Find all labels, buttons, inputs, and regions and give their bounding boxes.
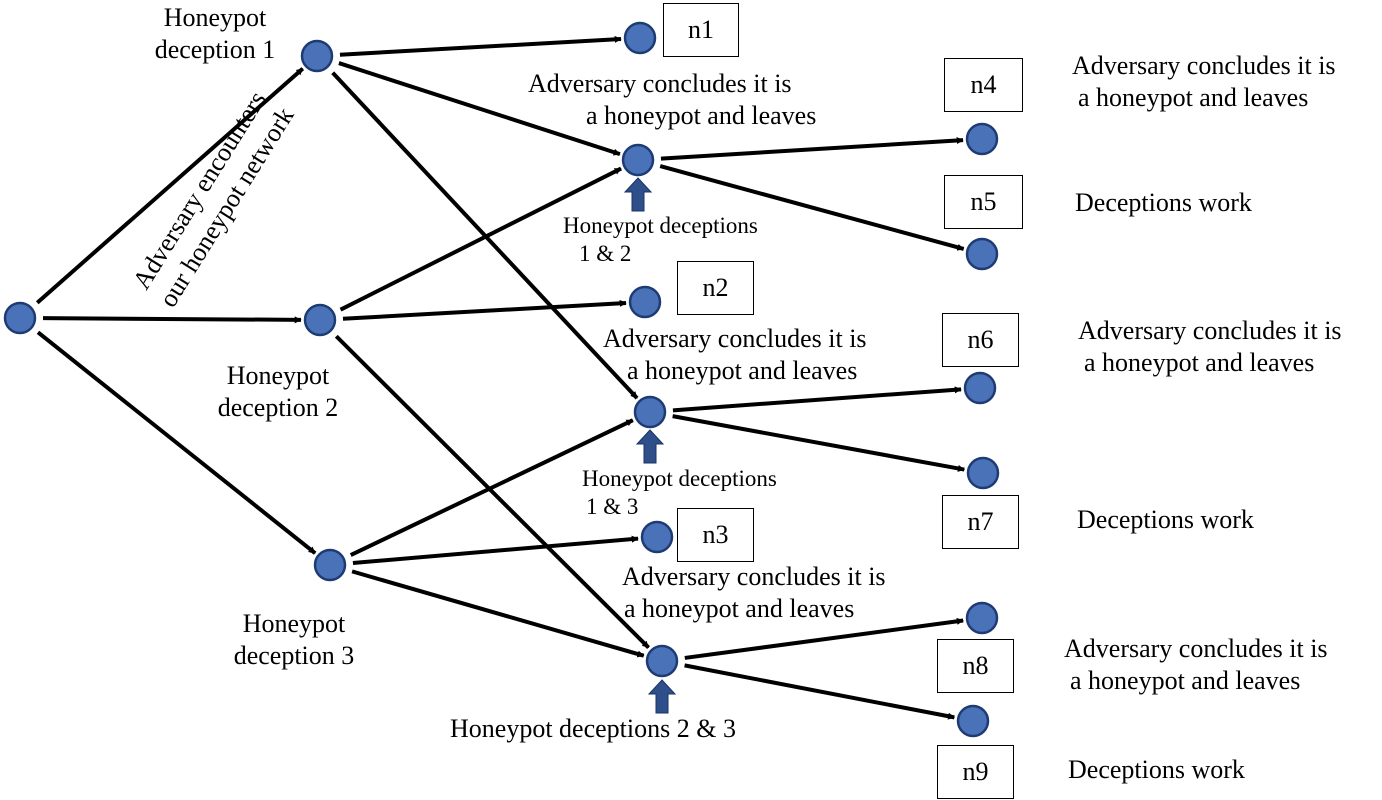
leaves-label-n1-line-1: Adversary concludes it is	[528, 69, 792, 98]
node-n4	[965, 122, 999, 156]
node-n2	[628, 285, 662, 319]
leaves-label-n2-line-1: Adversary concludes it is	[603, 324, 867, 353]
deception-2-label-line-1: Honeypot	[226, 361, 330, 390]
edge-d1-n1	[339, 35, 622, 57]
node-box-n1: n1	[663, 3, 739, 57]
node-box-n8: n8	[937, 639, 1014, 693]
node-box-n4: n4	[944, 58, 1023, 112]
edge-c13-n7	[672, 414, 965, 472]
up-arrow-icon-c23	[647, 679, 677, 714]
edge-c23-n8	[684, 617, 964, 660]
leaves-label-n6: Adversary concludes it is a honeypot and…	[1078, 315, 1342, 379]
nodes	[3, 21, 1000, 738]
deception-3-label-line-2: deception 3	[233, 641, 355, 670]
leaves-label-n3-line-1: Adversary concludes it is	[622, 562, 886, 591]
work-label-n9: Deceptions work	[1068, 755, 1245, 784]
edge-root-d3	[36, 330, 317, 555]
edge-d2-c12	[339, 166, 622, 312]
edge-d2-c23	[334, 334, 650, 650]
node-box-n3: n3	[677, 508, 754, 562]
leaves-label-n2: Adversary concludes it is a honeypot and…	[603, 323, 867, 387]
leaves-label-n4-line-2: a honeypot and leaves	[1078, 83, 1309, 112]
node-c12	[621, 143, 655, 177]
leaves-label-n2-line-2: a honeypot and leaves	[627, 356, 858, 385]
edge-root-d1	[35, 67, 305, 305]
node-d1	[300, 39, 334, 73]
node-box-n2: n2	[677, 261, 754, 315]
up-arrows	[623, 177, 677, 714]
combined-2-3-label: Honeypot deceptions 2 & 3	[450, 714, 736, 743]
node-root	[3, 301, 37, 335]
edge-c12-n5	[659, 164, 965, 251]
node-box-n5: n5	[944, 175, 1023, 229]
node-n7	[966, 456, 1000, 490]
combined-1-3-label-line-2: 1 & 3	[586, 494, 639, 519]
node-c13	[633, 395, 667, 429]
leaves-label-n8: Adversary concludes it is a honeypot and…	[1064, 633, 1328, 697]
node-n3	[640, 520, 674, 554]
leaves-label-n6-line-1: Adversary concludes it is	[1078, 316, 1342, 345]
edge-d3-n3	[352, 535, 639, 566]
node-c23	[645, 644, 679, 678]
up-arrow-icon-c13	[635, 429, 665, 464]
leaves-label-n8-line-2: a honeypot and leaves	[1070, 666, 1301, 695]
up-arrow-icon-c12	[623, 177, 653, 212]
work-label-n5: Deceptions work	[1075, 188, 1252, 217]
combined-1-2-label: Honeypot deceptions 1 & 2	[563, 212, 758, 268]
node-box-n7: n7	[942, 495, 1019, 549]
deception-1-label-line-2: deception 1	[154, 35, 276, 64]
leaves-label-n1-line-2: a honeypot and leaves	[586, 101, 817, 130]
leaves-label-n6-line-2: a honeypot and leaves	[1084, 348, 1315, 377]
leaves-label-n3-line-2: a honeypot and leaves	[624, 594, 855, 623]
edge-d2-n2	[342, 299, 627, 321]
node-d2	[303, 303, 337, 337]
edge-d3-c23	[351, 569, 645, 658]
deception-3-label-line-1: Honeypot	[242, 609, 346, 638]
deception-2-label: Honeypot deception 2	[198, 360, 358, 424]
edge-c23-n9	[684, 663, 956, 720]
leaves-label-n4: Adversary concludes it is a honeypot and…	[1072, 50, 1336, 114]
combined-1-3-label: Honeypot deceptions 1 & 3	[582, 465, 777, 521]
node-n9	[956, 704, 990, 738]
leaves-label-n4-line-1: Adversary concludes it is	[1072, 51, 1336, 80]
edge-root-d2	[42, 316, 302, 324]
edges	[35, 35, 965, 720]
node-n5	[965, 237, 999, 271]
combined-1-2-label-line-2: 1 & 2	[579, 241, 632, 266]
edge-c12-n4	[660, 137, 964, 161]
deception-2-label-line-2: deception 2	[217, 393, 339, 422]
edge-d3-c13	[349, 418, 634, 557]
combined-1-3-label-line-1: Honeypot deceptions	[582, 466, 777, 491]
edge-d1-c12	[338, 61, 621, 157]
node-n8	[965, 601, 999, 635]
edge-c13-n6	[672, 386, 962, 413]
deception-1-label-line-1: Honeypot	[163, 3, 267, 32]
leaves-label-n8-line-1: Adversary concludes it is	[1064, 634, 1328, 663]
deception-3-label: Honeypot deception 3	[214, 608, 374, 672]
leaves-label-n3: Adversary concludes it is a honeypot and…	[622, 561, 886, 625]
node-d3	[313, 548, 347, 582]
combined-1-2-label-line-1: Honeypot deceptions	[563, 213, 758, 238]
deception-1-label: Honeypot deception 1	[135, 2, 295, 66]
node-n6	[963, 371, 997, 405]
work-label-n7: Deceptions work	[1077, 505, 1254, 534]
node-box-n6: n6	[942, 313, 1019, 367]
node-box-n9: n9	[937, 745, 1014, 799]
leaves-label-n1: Adversary concludes it is a honeypot and…	[528, 68, 816, 132]
node-n1	[623, 21, 657, 55]
